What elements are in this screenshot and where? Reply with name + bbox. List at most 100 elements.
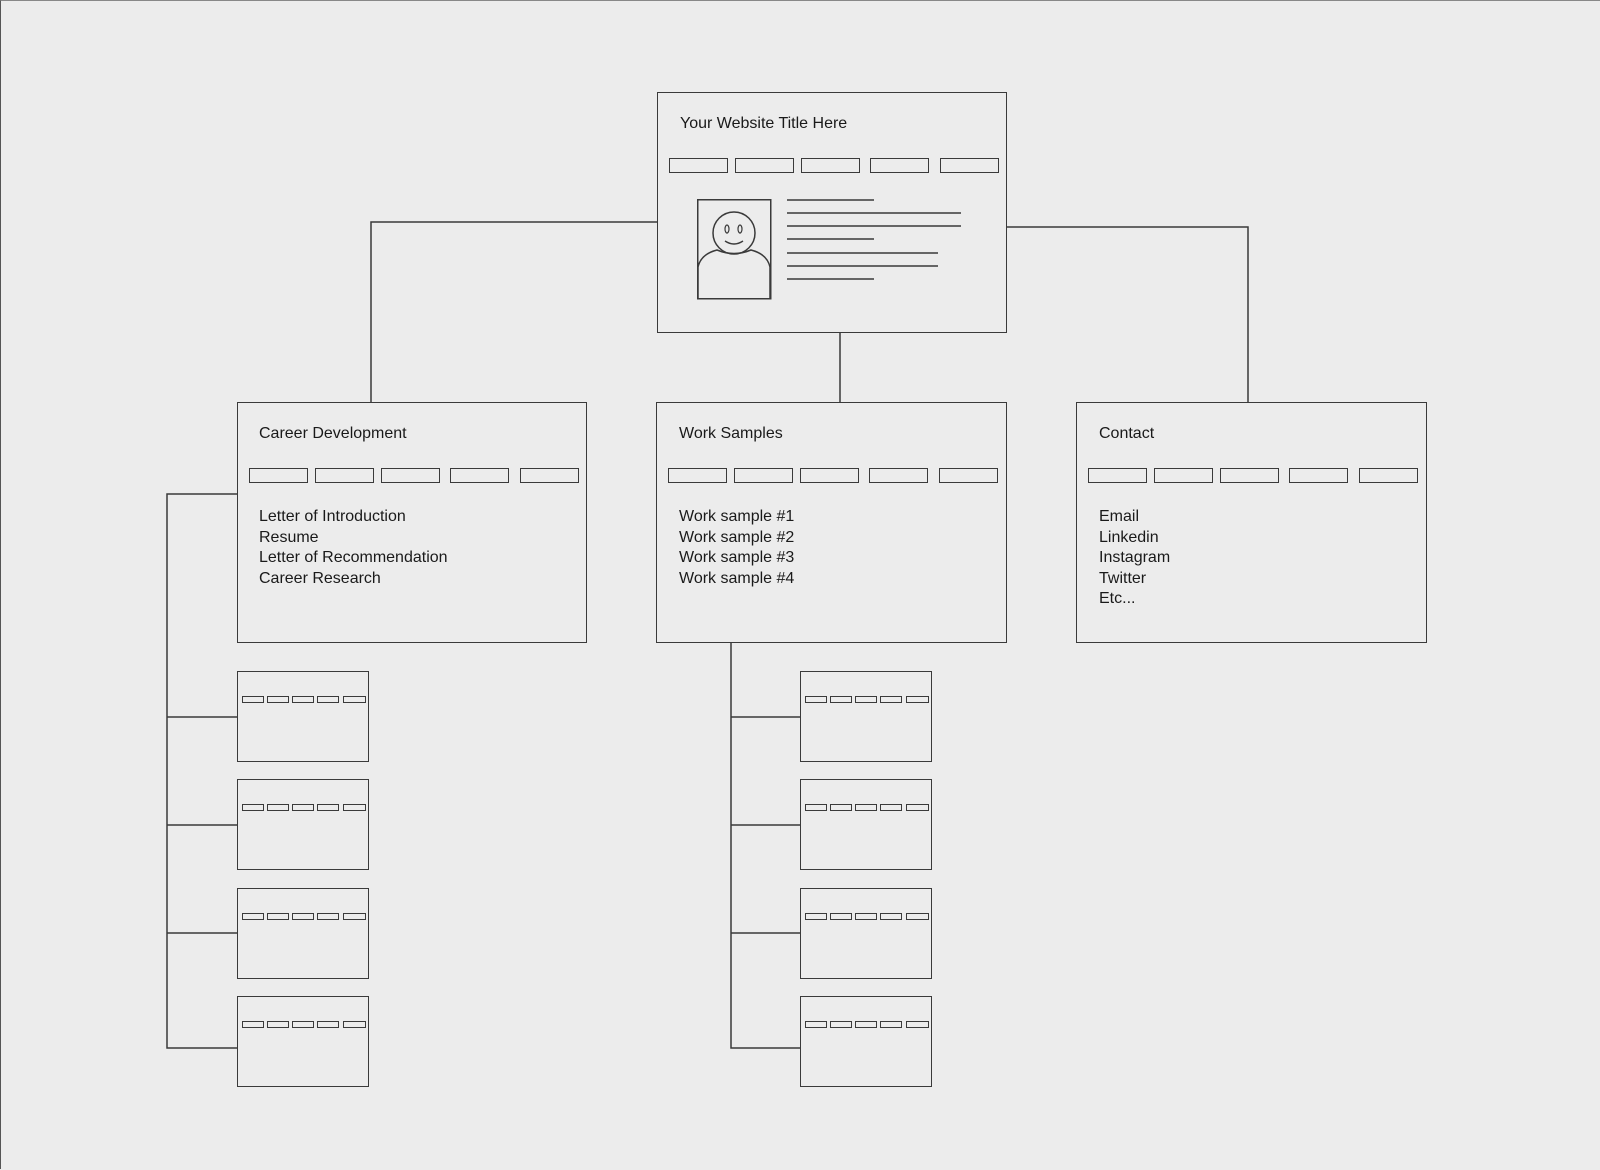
work-samples-page-box: Work Samples Work sample #1 Work sample … [656, 402, 1007, 643]
nav-button [880, 1021, 902, 1028]
nav-button [906, 804, 929, 811]
person-smiley-icon [697, 199, 772, 300]
nav-button [242, 1021, 264, 1028]
nav-button [830, 804, 852, 811]
nav-button [668, 468, 727, 483]
nav-button [343, 913, 366, 920]
list-item: Instagram [1099, 549, 1171, 566]
subpage-box [800, 996, 932, 1087]
nav-button [800, 468, 859, 483]
subpage-nav-bar [805, 913, 929, 921]
nav-button [381, 468, 440, 483]
connector-career-trunk [166, 493, 237, 1049]
subpage-box [237, 671, 369, 762]
contact-nav-bar [1088, 468, 1418, 484]
list-item: Work sample #1 [679, 508, 795, 525]
nav-button [880, 804, 902, 811]
list-item: Work sample #4 [679, 569, 795, 587]
nav-button [267, 696, 289, 703]
nav-button [855, 1021, 877, 1028]
nav-button [805, 913, 827, 920]
subpage-nav-bar [242, 913, 366, 921]
nav-button [450, 468, 509, 483]
contact-page-box: Contact Email Linkedin Instagram Twitter… [1076, 402, 1427, 643]
subpage-nav-bar [805, 696, 929, 704]
nav-button [734, 468, 793, 483]
nav-button [292, 913, 314, 920]
nav-button [242, 804, 264, 811]
nav-button [249, 468, 308, 483]
contact-list: Email Linkedin Instagram Twitter Etc... [1099, 507, 1170, 610]
nav-button [669, 158, 728, 173]
subpage-nav-bar [805, 1021, 929, 1029]
list-item: Work sample #3 [679, 549, 795, 566]
nav-button [855, 804, 877, 811]
nav-button [805, 696, 827, 703]
nav-button [292, 804, 314, 811]
connector-home-contact [1007, 226, 1249, 402]
work-samples-list: Work sample #1 Work sample #2 Work sampl… [679, 507, 794, 589]
nav-button [735, 158, 794, 173]
nav-button [906, 913, 929, 920]
nav-button [830, 913, 852, 920]
nav-button [869, 468, 928, 483]
subpage-nav-bar [242, 804, 366, 812]
nav-button [242, 696, 264, 703]
nav-button [939, 468, 998, 483]
career-nav-bar [249, 468, 579, 484]
connector-work-trunk [730, 642, 800, 1049]
nav-button [830, 1021, 852, 1028]
nav-button [906, 1021, 929, 1028]
nav-button [1289, 468, 1348, 483]
list-item: Email [1099, 508, 1140, 525]
subpage-nav-bar [242, 696, 366, 704]
nav-button [315, 468, 374, 483]
nav-button [1359, 468, 1418, 483]
subpage-box [237, 779, 369, 870]
nav-button [317, 913, 339, 920]
subpage-box [800, 888, 932, 979]
nav-button [267, 913, 289, 920]
home-nav-bar [669, 158, 999, 174]
nav-button [343, 804, 366, 811]
nav-button [267, 1021, 289, 1028]
list-item: Twitter [1099, 569, 1147, 587]
list-item: Letter of Introduction [259, 508, 406, 525]
nav-button [1088, 468, 1147, 483]
list-item: Work sample #2 [679, 528, 795, 546]
nav-button [317, 1021, 339, 1028]
nav-button [940, 158, 999, 173]
nav-button [1154, 468, 1213, 483]
career-page-list: Letter of Introduction Resume Letter of … [259, 507, 448, 589]
nav-button [880, 913, 902, 920]
nav-button [906, 696, 929, 703]
nav-button [317, 804, 339, 811]
nav-button [870, 158, 929, 173]
nav-button [317, 696, 339, 703]
connector-home-career [370, 221, 657, 402]
subpage-nav-bar [805, 804, 929, 812]
bio-text-lines [787, 199, 961, 280]
home-page-title: Your Website Title Here [680, 115, 848, 132]
nav-button [343, 1021, 366, 1028]
work-nav-bar [668, 468, 998, 484]
subpage-box [237, 996, 369, 1087]
list-item: Career Research [259, 569, 381, 587]
nav-button [880, 696, 902, 703]
nav-button [830, 696, 852, 703]
nav-button [292, 1021, 314, 1028]
nav-button [805, 1021, 827, 1028]
page-title: Work Samples [679, 425, 783, 442]
list-item: Linkedin [1099, 528, 1159, 546]
page-title: Career Development [259, 425, 407, 442]
subpage-nav-bar [242, 1021, 366, 1029]
page-title: Contact [1099, 425, 1155, 442]
home-page-box: Your Website Title Here [657, 92, 1007, 333]
list-item: Letter of Recommendation [259, 549, 448, 566]
nav-button [520, 468, 579, 483]
nav-button [343, 696, 366, 703]
subpage-box [237, 888, 369, 979]
list-item: Resume [259, 528, 319, 546]
